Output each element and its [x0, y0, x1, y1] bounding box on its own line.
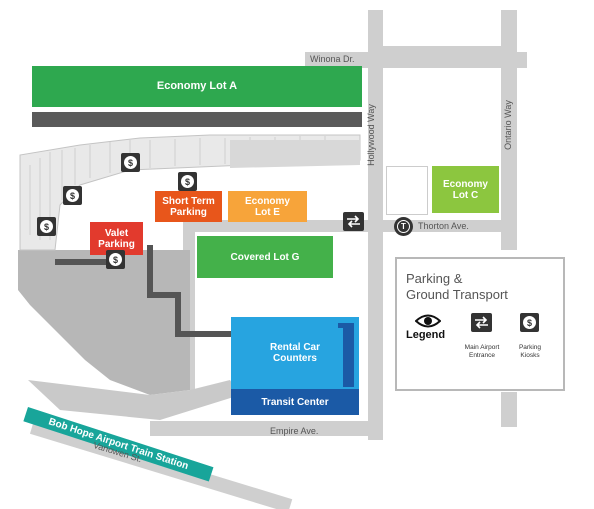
ontario-way-road [501, 10, 517, 250]
kiosk-icon-4[interactable]: $ [37, 217, 56, 236]
eye-icon [415, 314, 441, 328]
empire-ave-road [150, 421, 383, 436]
ontario-way-label: Ontario Way [502, 100, 513, 150]
economy-lot-e[interactable]: Economy Lot E [228, 191, 307, 222]
entrance-caption: Main Airport Entrance [464, 344, 500, 359]
economy-lot-c-label: Economy Lot C [442, 178, 488, 201]
unnamed-lot [386, 166, 428, 215]
economy-lot-c[interactable]: Economy Lot C [432, 166, 499, 213]
kiosk-symbol: $ [109, 253, 122, 266]
rental-car-counters[interactable]: Rental Car Counters [231, 317, 359, 389]
economy-lot-e-label: Economy Lot E [244, 195, 290, 218]
transit-center-label: Transit Center [261, 396, 329, 408]
kiosk-icon-3[interactable]: $ [63, 186, 82, 205]
arrows-icon [475, 316, 488, 329]
covered-lot-g-label: Covered Lot G [230, 251, 300, 263]
winona-dr-label: Winona Dr. [310, 54, 355, 64]
valet-parking[interactable]: Valet Parking [90, 222, 143, 255]
top-connector-road [368, 46, 517, 58]
legend-panel: Parking & Ground Transport Legend Main A… [395, 257, 565, 391]
kiosk-symbol: $ [181, 175, 194, 188]
arrows-icon [347, 215, 360, 228]
empire-ave-label: Empire Ave. [270, 426, 319, 436]
covered-lot-g[interactable]: Covered Lot G [197, 236, 333, 278]
legend-kiosk-icon: $ [520, 313, 539, 332]
kiosks-caption: Parking Kiosks [518, 344, 542, 359]
kiosk-symbol: $ [124, 156, 137, 169]
rental-car-building-outline [343, 323, 354, 387]
economy-lot-a[interactable]: Economy Lot A [32, 66, 362, 107]
ontario-way-road-south [501, 392, 517, 427]
transit-symbol: T [397, 220, 410, 233]
kiosk-icon-5[interactable]: $ [106, 250, 125, 269]
valet-parking-label: Valet Parking [98, 227, 135, 250]
main-entrance-icon[interactable] [343, 212, 364, 231]
kiosk-symbol: $ [523, 316, 536, 329]
short-term-parking[interactable]: Short Term Parking [155, 191, 222, 222]
transit-icon[interactable]: T [394, 217, 413, 236]
thornton-ave-label: Thorton Ave. [418, 221, 469, 231]
legend-title: Parking & Ground Transport [406, 271, 508, 302]
legend-entrance-icon [471, 313, 492, 332]
rental-car-counters-label: Rental Car Counters [269, 342, 320, 364]
airport-dark-road [32, 112, 362, 127]
kiosk-symbol: $ [40, 220, 53, 233]
short-term-parking-label: Short Term Parking [162, 195, 215, 218]
economy-lot-a-label: Economy Lot A [156, 80, 238, 93]
rental-car-building-outline-top [338, 323, 354, 328]
transit-center[interactable]: Transit Center [231, 389, 359, 415]
hollywood-way-label: Hollywood Way [365, 104, 376, 166]
kiosk-icon-1[interactable]: $ [121, 153, 140, 172]
kiosk-icon-2[interactable]: $ [178, 172, 197, 191]
kiosk-symbol: $ [66, 189, 79, 202]
legend-label: Legend [406, 329, 446, 341]
